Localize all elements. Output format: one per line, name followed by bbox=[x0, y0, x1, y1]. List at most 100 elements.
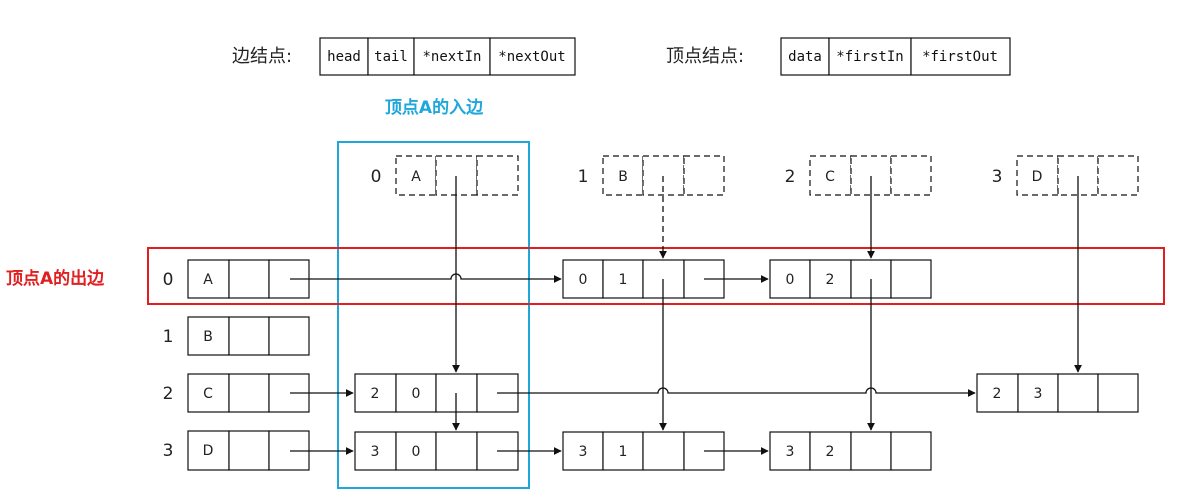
top-vertex-firstout-cell bbox=[476, 155, 519, 196]
out-pointer-A-to-0-1 bbox=[290, 273, 562, 283]
top-vertex-firstout-cell bbox=[890, 155, 932, 196]
edge-node-0-1: 0 1 bbox=[562, 259, 725, 299]
legend-tail-cell bbox=[367, 37, 415, 76]
top-vertex-data: A bbox=[411, 169, 421, 185]
vertex-index: 1 bbox=[163, 327, 174, 347]
vertex-node-legend: 顶点结点: data *firstIn *firstOut bbox=[666, 37, 1011, 76]
edge-nextin-cell bbox=[642, 431, 685, 471]
edge-tail-cell bbox=[602, 259, 644, 299]
top-vertex-index: 2 bbox=[785, 167, 796, 187]
edge-tail: 3 bbox=[1034, 386, 1043, 402]
top-vertex-firstin-cell bbox=[1057, 155, 1099, 196]
legend-tail-text: tail bbox=[374, 49, 408, 65]
legend-data-text: data bbox=[788, 49, 822, 65]
in-edges-highlight-box bbox=[337, 141, 530, 489]
edge-tail: 1 bbox=[619, 444, 628, 460]
edge-node-legend: 边结点: head tail *nextIn *nextOut bbox=[232, 37, 576, 76]
legend-firstin-cell bbox=[828, 37, 912, 76]
edge-nextout-cell bbox=[1097, 373, 1139, 413]
top-vertex-data-cell bbox=[1016, 155, 1059, 196]
vertex-data: D bbox=[203, 443, 214, 459]
edge-tail: 2 bbox=[826, 272, 835, 288]
edge-node-3-1: 3 1 bbox=[562, 431, 725, 471]
top-vertex-D: 3 D bbox=[992, 155, 1139, 196]
top-vertex-index: 1 bbox=[578, 167, 589, 187]
vertex-index: 2 bbox=[163, 384, 174, 404]
vertex-data-cell bbox=[187, 316, 230, 356]
edge-nextin-cell bbox=[1057, 373, 1099, 413]
out-pointer-2-0-to-2-3 bbox=[497, 387, 976, 397]
in-edges-caption: 顶点A的入边 bbox=[385, 97, 484, 118]
edge-head-cell bbox=[769, 259, 811, 299]
vertex-firstout-cell bbox=[268, 316, 310, 356]
legend-nextout-text: *nextOut bbox=[498, 49, 565, 65]
edge-head-cell bbox=[354, 373, 397, 413]
top-vertex-data-cell bbox=[809, 155, 852, 196]
top-vertex-B: 1 B bbox=[578, 155, 725, 196]
edge-head: 2 bbox=[993, 386, 1002, 402]
vertex-row-A: 0 A bbox=[163, 259, 310, 299]
vertex-row-C: 2 C bbox=[163, 373, 310, 413]
top-vertex-firstout-cell bbox=[1097, 155, 1139, 196]
edge-head: 3 bbox=[786, 444, 795, 460]
vertex-firstin-cell bbox=[228, 316, 270, 356]
top-vertex-firstout-cell bbox=[683, 155, 725, 196]
out-edges-caption: 顶点A的出边 bbox=[6, 268, 105, 289]
vertex-data: A bbox=[203, 272, 213, 288]
out-edges-highlight-box bbox=[147, 247, 1165, 305]
edge-head: 3 bbox=[371, 444, 380, 460]
top-vertex-index: 0 bbox=[371, 167, 382, 187]
edge-node-3-2: 3 2 bbox=[769, 431, 932, 471]
edge-head-cell bbox=[354, 431, 397, 471]
edge-head-cell bbox=[562, 259, 604, 299]
legend-head-cell bbox=[319, 37, 369, 76]
edge-tail-cell bbox=[602, 431, 644, 471]
vertex-data-cell bbox=[187, 373, 230, 413]
legend-firstout-cell bbox=[910, 37, 1011, 76]
vertex-index: 3 bbox=[163, 441, 174, 461]
edge-head: 2 bbox=[371, 386, 380, 402]
vertex-data: B bbox=[203, 329, 213, 345]
vertex-firstout-cell bbox=[268, 259, 310, 299]
edge-tail: 2 bbox=[826, 444, 835, 460]
edge-head: 3 bbox=[579, 444, 588, 460]
top-vertex-C: 2 C bbox=[785, 155, 932, 196]
legend-head-text: head bbox=[327, 49, 361, 65]
edge-node-2-0: 2 0 bbox=[354, 373, 519, 413]
edge-tail-cell bbox=[395, 373, 437, 413]
legend-firstout-text: *firstOut bbox=[922, 49, 998, 65]
vertex-firstin-cell bbox=[228, 373, 270, 413]
edge-node-2-3: 2 3 bbox=[976, 373, 1139, 413]
legend-nextout-cell bbox=[489, 37, 576, 76]
edge-nextin-cell bbox=[435, 431, 478, 471]
edge-nextin-cell bbox=[850, 431, 892, 471]
vertex-data-cell bbox=[187, 259, 230, 299]
edge-node-legend-label: 边结点: bbox=[232, 46, 292, 67]
edge-head-cell bbox=[769, 431, 811, 471]
top-vertex-index: 3 bbox=[992, 167, 1003, 187]
edge-head: 0 bbox=[786, 272, 795, 288]
legend-data-cell bbox=[780, 37, 830, 76]
top-vertex-data: B bbox=[618, 169, 628, 185]
vertex-row-B: 1 B bbox=[163, 316, 310, 356]
vertex-index: 0 bbox=[163, 270, 174, 290]
legend-nextin-text: *nextIn bbox=[422, 49, 481, 65]
vertex-row-D: 3 D bbox=[163, 430, 310, 471]
top-vertex-data-cell bbox=[602, 155, 644, 196]
vertex-data: C bbox=[203, 386, 213, 402]
legend-nextin-cell bbox=[413, 37, 491, 76]
edge-node-3-0: 3 0 bbox=[354, 431, 519, 471]
top-vertex-data: D bbox=[1032, 169, 1043, 185]
edge-tail: 0 bbox=[412, 444, 421, 460]
edge-nextout-cell bbox=[890, 259, 932, 299]
vertex-node-legend-label: 顶点结点: bbox=[666, 46, 744, 67]
top-vertex-data-cell bbox=[395, 155, 437, 196]
edge-tail: 0 bbox=[412, 386, 421, 402]
edge-head: 0 bbox=[579, 272, 588, 288]
top-vertex-A: 0 A bbox=[371, 155, 519, 196]
edge-tail: 1 bbox=[619, 272, 628, 288]
edge-nextout-cell bbox=[890, 431, 932, 471]
legend-firstin-text: *firstIn bbox=[836, 49, 903, 65]
edge-head-cell bbox=[976, 373, 1019, 413]
